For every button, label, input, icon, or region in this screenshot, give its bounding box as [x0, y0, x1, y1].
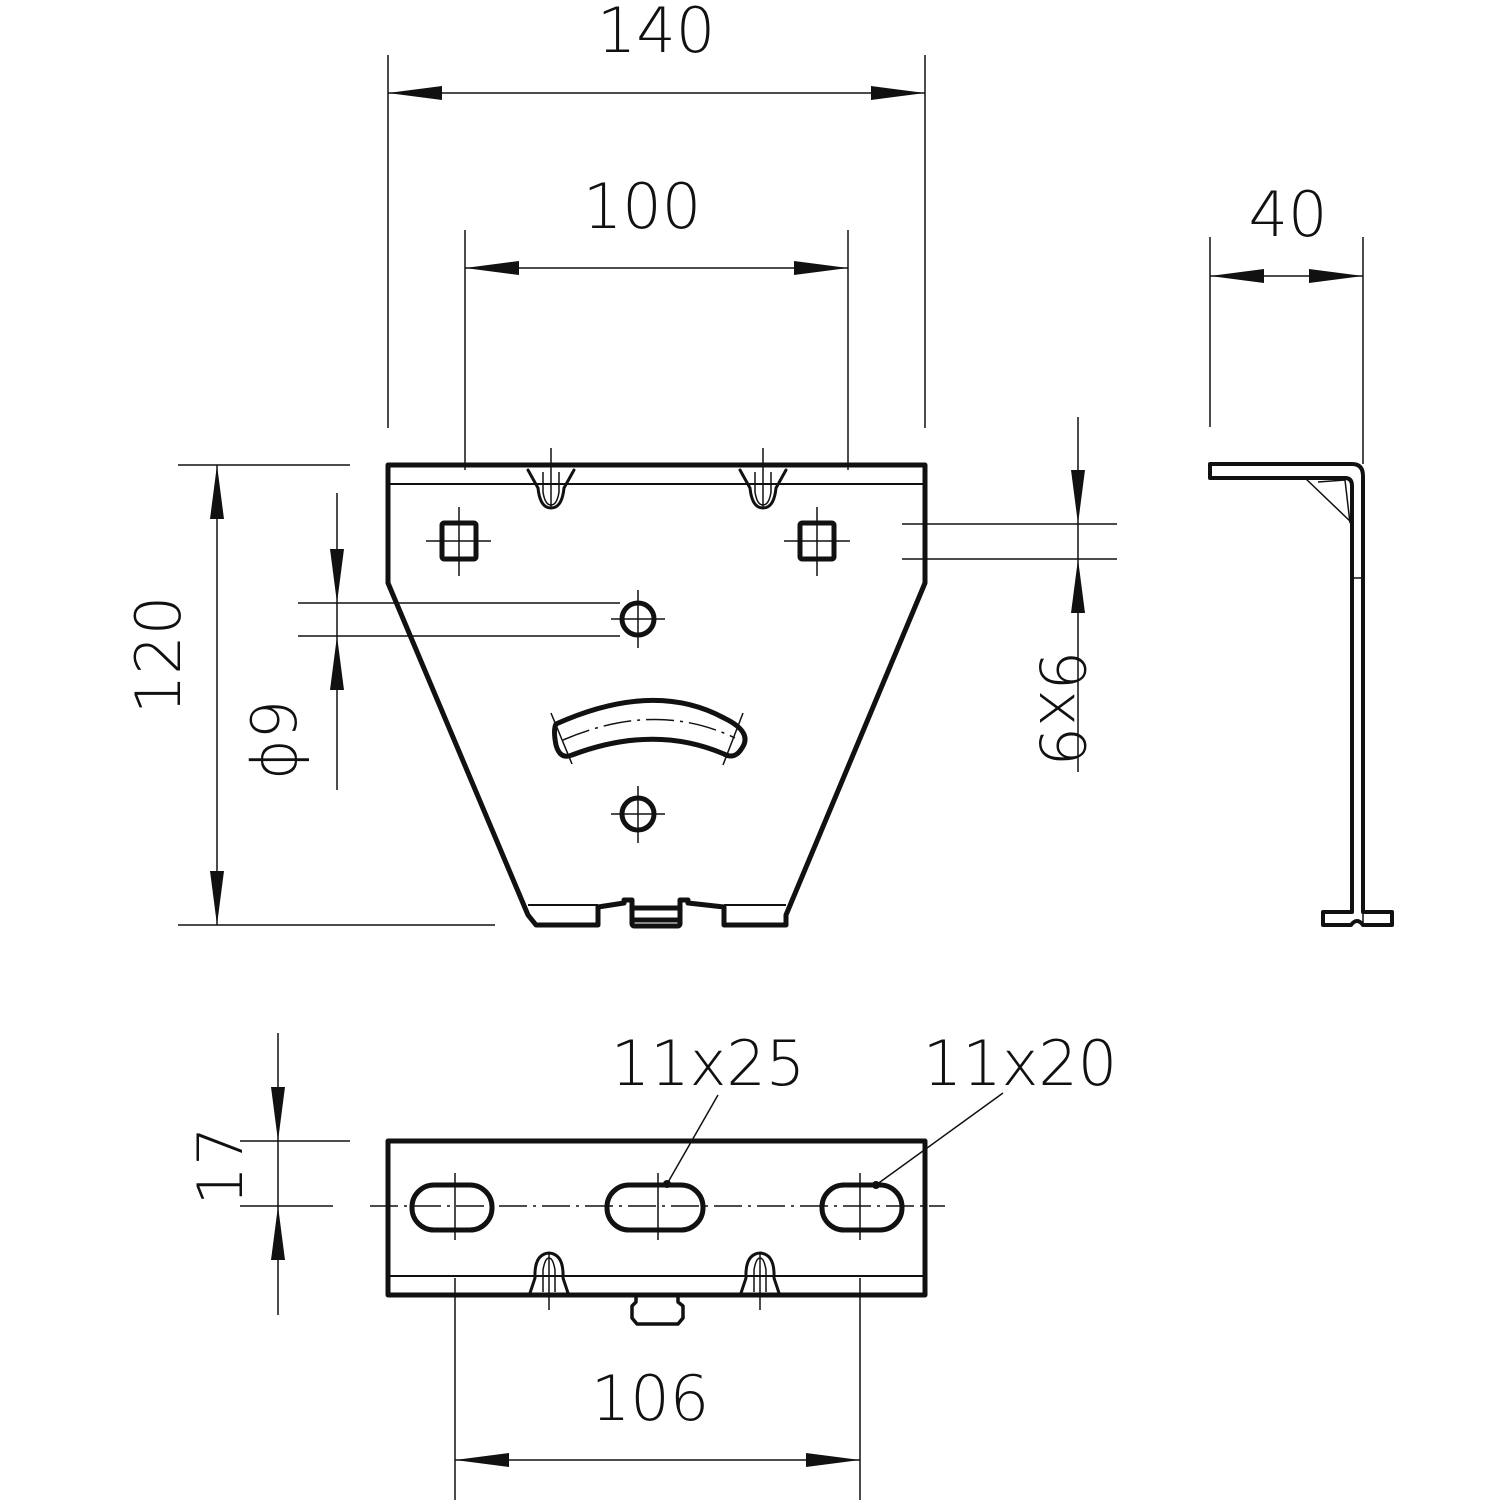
dim-106-label: 106	[591, 1362, 709, 1435]
round-hole-upper	[611, 590, 665, 648]
clip-left-top	[528, 1251, 570, 1310]
dim-17-label: 17	[184, 1127, 257, 1206]
clip-right-top	[739, 1251, 781, 1310]
top-view: 11x25 11x20	[370, 1027, 1117, 1326]
dim-9x9-label: 9x9	[1025, 650, 1098, 766]
dim-17: 17	[184, 1033, 350, 1315]
leader-11x25	[666, 1094, 719, 1185]
dim-120: 120	[122, 464, 495, 926]
dim-phi9-label: ϕ9	[238, 700, 311, 780]
square-hole-right	[784, 507, 850, 576]
clip-right	[738, 448, 788, 510]
slot-right-label: 11x20	[923, 1027, 1117, 1100]
dim-120-label: 120	[122, 596, 195, 714]
arc-slot	[550, 697, 748, 766]
dim-106: 106	[454, 1278, 861, 1500]
dim-100-label: 100	[583, 170, 701, 243]
slot-right	[819, 1173, 905, 1240]
round-hole-lower	[611, 786, 665, 843]
bottom-tab	[629, 905, 683, 929]
dim-40: 40	[1209, 178, 1364, 464]
bracket-outline	[385, 462, 928, 928]
slot-middle	[604, 1173, 706, 1240]
dim-40-label: 40	[1249, 178, 1328, 251]
side-view	[1208, 462, 1394, 927]
dim-140: 140	[387, 0, 926, 428]
clip-left	[526, 448, 576, 510]
dim-140-label: 140	[597, 0, 715, 67]
dim-100: 100	[464, 170, 849, 470]
slot-middle-label: 11x25	[611, 1027, 805, 1100]
leader-11x20	[875, 1092, 1004, 1186]
slot-left	[409, 1173, 495, 1240]
dim-9x9: 9x9	[902, 417, 1117, 772]
front-view	[385, 448, 928, 929]
square-hole-left	[426, 507, 491, 576]
dim-phi9: ϕ9	[238, 493, 620, 790]
